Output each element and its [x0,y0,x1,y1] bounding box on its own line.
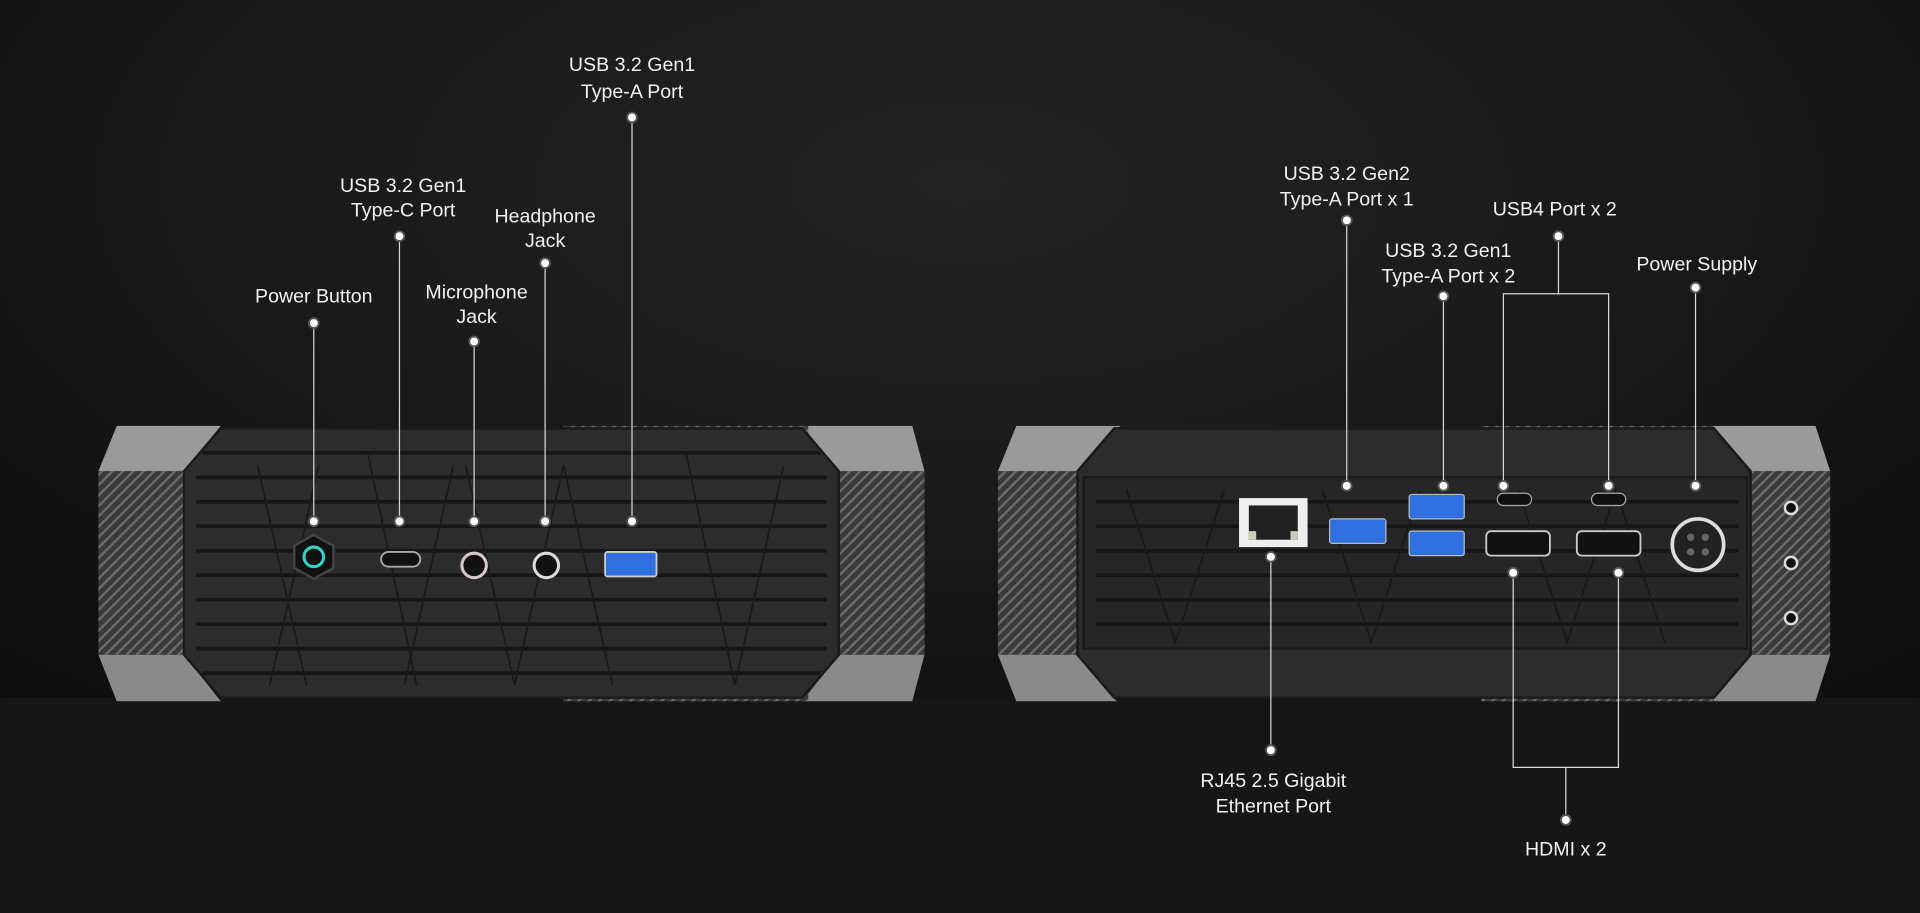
label-rj45-line1: RJ45 2.5 Gigabit [1200,770,1346,792]
label-usb-a-line1: USB 3.2 Gen1 [569,54,695,76]
label-rj45-line2: Ethernet Port [1216,796,1332,818]
label-power-button: Power Button [255,285,373,307]
callout-lines [307,111,1702,826]
usb4-port-2[interactable] [1590,492,1627,507]
floor [0,697,1920,913]
label-headphone-line1: Headphone [494,206,595,228]
power-icon [302,545,326,569]
label-usb-gen2-line1: USB 3.2 Gen2 [1284,163,1410,185]
microphone-jack[interactable] [460,551,488,580]
usb-gen1-port-2[interactable] [1408,530,1465,557]
rear-panel-device [997,425,1831,702]
usb-c-port[interactable] [380,551,422,568]
usb4-port-1[interactable] [1496,492,1533,507]
label-usb4: USB4 Port x 2 [1493,198,1617,220]
label-hdmi: HDMI x 2 [1525,838,1607,860]
callout-labels: Power Button USB 3.2 Gen1 Type-C Port Mi… [255,54,1757,860]
usb-gen2-port[interactable] [1328,518,1387,545]
label-usb-c-line1: USB 3.2 Gen1 [340,175,466,197]
label-usb-gen1-line1: USB 3.2 Gen1 [1385,240,1511,262]
headphone-jack[interactable] [532,551,561,580]
label-usb-gen1-line2: Type-A Port x 2 [1381,266,1515,288]
power-supply-port[interactable] [1670,517,1726,573]
usb-gen1-port-1[interactable] [1408,493,1465,520]
label-microphone-line1: Microphone [425,282,527,304]
front-panel-device [98,425,925,702]
hdmi-port-1[interactable] [1485,530,1551,557]
power-button[interactable] [292,533,335,581]
label-headphone-line2: Jack [525,230,565,252]
label-usb-c-line2: Type-C Port [351,200,456,222]
label-microphone-line2: Jack [456,306,496,328]
usb-a-port[interactable] [604,551,658,578]
label-usb-a-line2: Type-A Port [581,81,684,103]
label-power-supply: Power Supply [1636,253,1757,275]
label-usb-gen2-line2: Type-A Port x 1 [1280,189,1414,211]
hdmi-port-2[interactable] [1575,530,1642,557]
